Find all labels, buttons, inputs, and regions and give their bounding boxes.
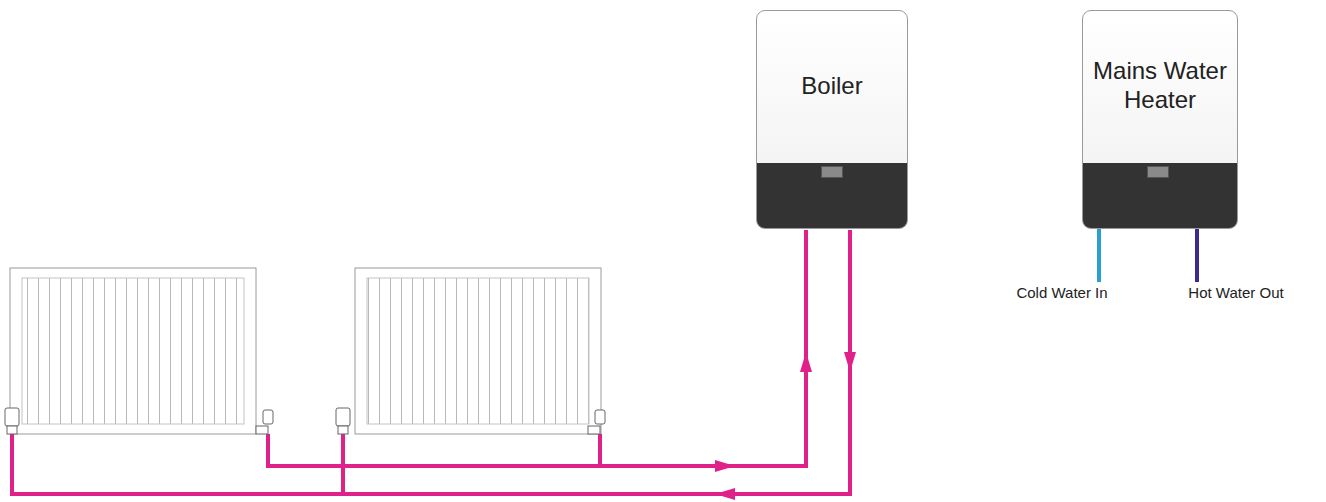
appliance-box: Boiler (756, 10, 908, 229)
appliance-name: Mains Water Heater (1091, 57, 1229, 115)
display-indicator (821, 166, 843, 178)
display-indicator (1147, 166, 1169, 178)
pipe-label: Hot Water Out (1188, 284, 1283, 301)
appliance-text-area: Mains Water Heater (1083, 11, 1237, 161)
radiator-valve (5, 408, 605, 434)
radiator (355, 268, 601, 434)
hot-water-pipe (1195, 228, 1199, 282)
appliance-box: Mains Water Heater (1082, 10, 1238, 229)
appliance-name: Boiler (801, 72, 862, 101)
pipe-label: Cold Water In (1016, 284, 1107, 301)
flow-arrow (715, 352, 856, 500)
heating-pipes (12, 230, 850, 494)
cold-water-pipe (1097, 228, 1101, 282)
radiator (10, 268, 256, 434)
appliance-text-area: Boiler (757, 11, 907, 161)
